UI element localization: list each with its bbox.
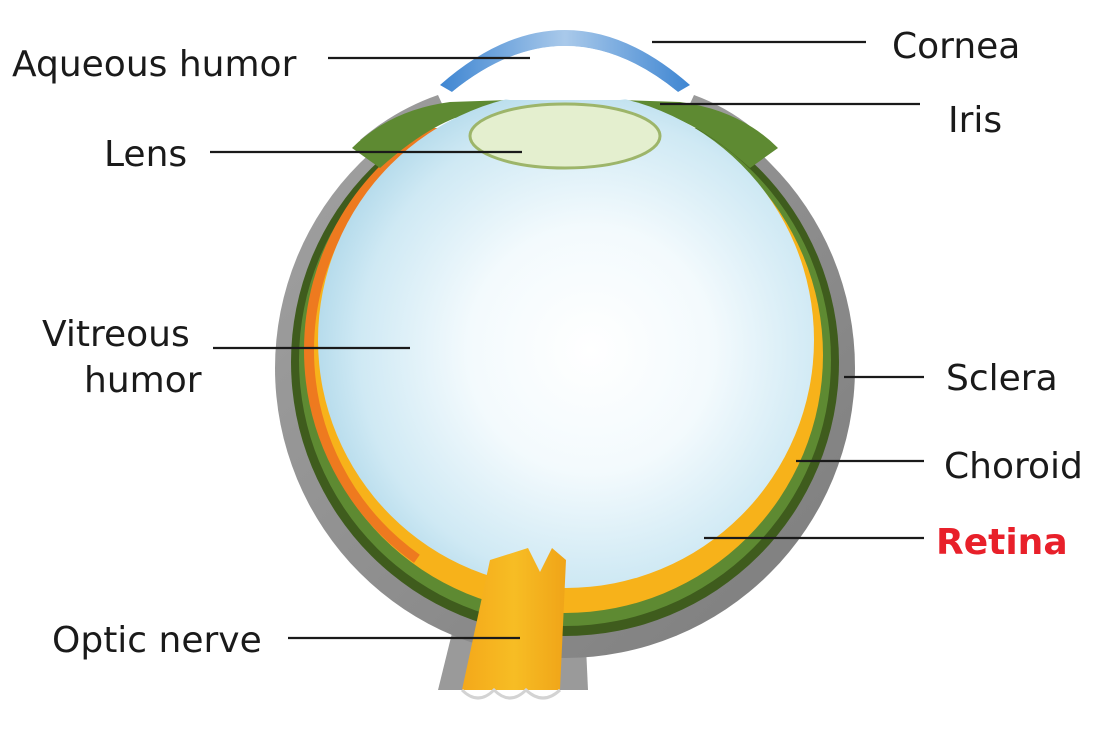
optic-nerve-end [462, 690, 560, 698]
label-iris: Iris [948, 100, 1002, 141]
label-cornea: Cornea [892, 26, 1020, 67]
lens [470, 104, 660, 168]
label-aqueous-humor: Aqueous humor [12, 44, 297, 85]
label-lens: Lens [104, 134, 187, 175]
label-vitreous-line1: Vitreous [42, 314, 190, 355]
label-retina: Retina [936, 522, 1068, 563]
label-choroid: Choroid [944, 446, 1083, 487]
label-optic-nerve: Optic nerve [52, 620, 262, 661]
label-vitreous-line2: humor [84, 360, 202, 401]
label-sclera: Sclera [946, 358, 1058, 399]
